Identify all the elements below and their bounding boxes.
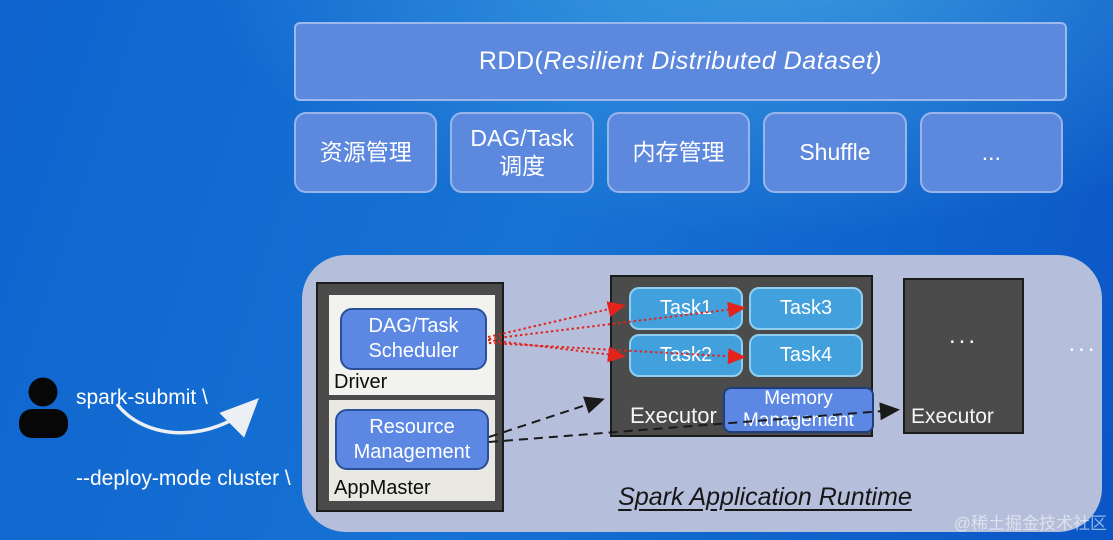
memory-management-box: Memory Management <box>723 387 874 433</box>
task-box: Task4 <box>749 334 863 377</box>
feature-box-shuffle: Shuffle <box>763 112 907 193</box>
watermark: @稀土掘金技术社区 <box>953 514 1107 533</box>
feature-box-more: ... <box>919 112 1064 193</box>
appmaster-box: Resource Management AppMaster <box>329 400 495 501</box>
feature-label: DAG/Task <box>470 124 574 151</box>
executor-1-box: Task1 Task3 Task2 Task4 Memory Managemen… <box>610 275 874 437</box>
feature-row: 资源管理 DAG/Task 调度 内存管理 Shuffle ... <box>294 112 1064 193</box>
feature-label: 内存管理 <box>632 138 725 165</box>
command-line: --deploy-mode cluster \ <box>76 467 291 490</box>
appmaster-label: AppMaster <box>334 477 431 499</box>
runtime-title: Spark Application Runtime <box>618 483 912 511</box>
feature-label: ... <box>981 138 1001 165</box>
resource-management-box: Resource Management <box>335 409 489 470</box>
driver-box: DAG/Task Scheduler Driver <box>329 295 495 395</box>
command-line: spark-submit \ <box>76 386 208 409</box>
scheduler-label: Scheduler <box>368 340 459 362</box>
scheduler-label: DAG/Task <box>368 315 459 337</box>
driver-label: Driver <box>334 371 388 393</box>
memory-label: Memory <box>764 388 833 410</box>
driver-appmaster-stack: DAG/Task Scheduler Driver Resource Manag… <box>316 282 504 512</box>
resource-label: Management <box>353 440 471 463</box>
spark-submit-command: spark-submit \ --deploy-mode cluster \ .… <box>76 330 291 540</box>
task-box: Task2 <box>629 334 743 377</box>
executor-1-label: Executor <box>630 403 717 428</box>
rdd-banner-prefix: RDD( <box>478 47 544 75</box>
rdd-banner: RDD(Resilient Distributed Dataset) <box>294 22 1067 101</box>
task-box: Task1 <box>629 287 743 330</box>
memory-label: Management <box>743 410 854 431</box>
executor-2-label: Executor <box>911 405 994 428</box>
executor-2-box: ... Executor <box>903 278 1024 434</box>
executor-2-ellipsis: ... <box>948 322 978 349</box>
feature-box-resource-management: 资源管理 <box>294 112 438 193</box>
feature-box-memory-management: 内存管理 <box>606 112 751 193</box>
rdd-banner-title: Resilient Distributed Dataset) <box>543 47 883 75</box>
dag-task-scheduler-box: DAG/Task Scheduler <box>340 308 487 370</box>
feature-box-dag-task-scheduling: DAG/Task 调度 <box>450 112 594 193</box>
more-executors-ellipsis: ... <box>1068 330 1098 357</box>
feature-label: Shuffle <box>799 138 871 165</box>
person-icon <box>19 377 68 438</box>
feature-label: 资源管理 <box>319 138 412 165</box>
resource-label: Resource <box>369 415 455 438</box>
feature-label: 调度 <box>499 152 546 179</box>
task-box: Task3 <box>749 287 863 330</box>
